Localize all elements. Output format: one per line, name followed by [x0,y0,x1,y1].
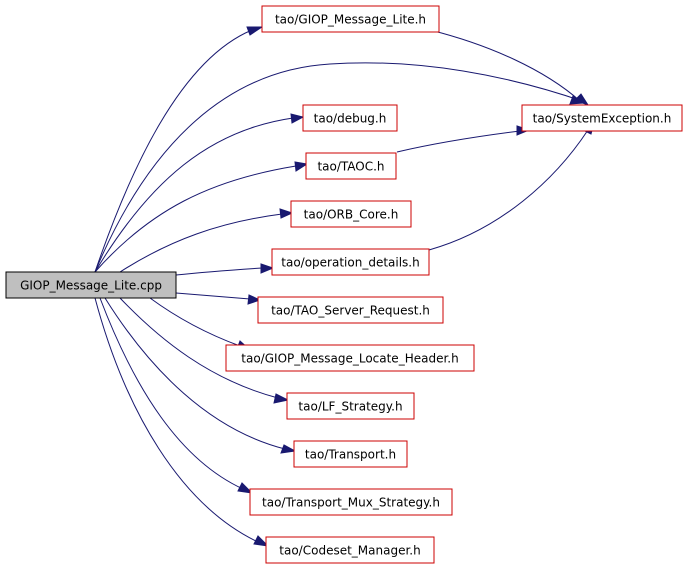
node-label: GIOP_Message_Lite.cpp [20,279,162,293]
arrowhead-orb-core-h [279,208,294,219]
edges-layer [94,29,589,543]
arrowhead-transport-h [280,444,297,454]
graph-node-root[interactable]: GIOP_Message_Lite.cpp [5,271,177,299]
arrowhead-transport-mux-strategy-h [237,482,254,494]
node-label: tao/TAO_Server_Request.h [271,304,430,318]
arrowhead-tao-server-request-h [247,294,262,305]
arrowhead-system-exception-h-from-giop-message-lite-h [574,93,590,107]
arrowhead-taoc-h [294,161,309,172]
edge-root-to-giop-message-lite-h [94,29,253,273]
edge-giop-message-lite-h-to-system-exception-h [429,29,581,102]
graph-node-operation-details-h[interactable]: tao/operation_details.h [271,248,430,276]
edge-root-to-operation-details-h [175,267,263,276]
node-label: tao/Transport_Mux_Strategy.h [262,496,440,510]
graph-node-giop-message-lite-h[interactable]: tao/GIOP_Message_Lite.h [261,5,440,33]
node-label: tao/Codeset_Manager.h [279,544,420,558]
node-label: tao/operation_details.h [281,256,419,270]
edge-root-to-transport-mux-strategy-h [99,297,244,490]
node-label: tao/Transport.h [305,448,396,462]
arrowhead-giop-message-lite-h [246,26,264,36]
edge-taoc-h-to-system-exception-h [396,130,521,153]
graph-node-orb-core-h[interactable]: tao/ORB_Core.h [290,200,412,228]
node-label: tao/LF_Strategy.h [298,400,402,414]
edge-root-to-transport-h [104,297,286,450]
arrowhead-operation-details-h [260,263,275,274]
edge-root-to-orb-core-h [119,213,283,273]
node-label: tao/ORB_Core.h [304,208,399,222]
arrowhead-codeset-manager-h [253,535,270,547]
edge-root-to-taoc-h [94,165,297,273]
edge-root-to-tao-server-request-h [175,292,251,300]
nodes-layer: GIOP_Message_Lite.cpp tao/GIOP_Message_L… [5,5,683,564]
node-label: tao/GIOP_Message_Lite.h [275,13,426,27]
edge-root-to-debug-h [94,117,294,273]
edge-root-to-system-exception-h [94,62,586,273]
graph-node-lf-strategy-h[interactable]: tao/LF_Strategy.h [286,392,415,420]
node-label: tao/TAOC.h [317,160,384,174]
graph-node-transport-mux-strategy-h[interactable]: tao/Transport_Mux_Strategy.h [249,488,453,516]
graph-node-taoc-h[interactable]: tao/TAOC.h [305,152,397,180]
edge-root-to-lf-strategy-h [119,297,279,399]
graph-node-giop-message-locate-header-h[interactable]: tao/GIOP_Message_Locate_Header.h [225,344,475,372]
arrowhead-debug-h [290,113,305,124]
edge-root-to-giop-message-locate-header-h [149,297,241,347]
graph-node-transport-h[interactable]: tao/Transport.h [293,440,408,468]
graph-node-system-exception-h[interactable]: tao/SystemException.h [521,104,683,132]
graph-node-tao-server-request-h[interactable]: tao/TAO_Server_Request.h [257,296,444,324]
edge-root-to-codeset-manager-h [94,297,259,543]
node-label: tao/debug.h [314,112,387,126]
node-label: tao/GIOP_Message_Locate_Header.h [241,352,458,366]
arrowhead-lf-strategy-h [273,393,290,404]
graph-node-codeset-manager-h[interactable]: tao/Codeset_Manager.h [265,536,435,564]
node-label: tao/SystemException.h [533,112,672,126]
graph-node-debug-h[interactable]: tao/debug.h [302,104,398,132]
edge-operation-details-h-to-system-exception-h [428,129,589,251]
